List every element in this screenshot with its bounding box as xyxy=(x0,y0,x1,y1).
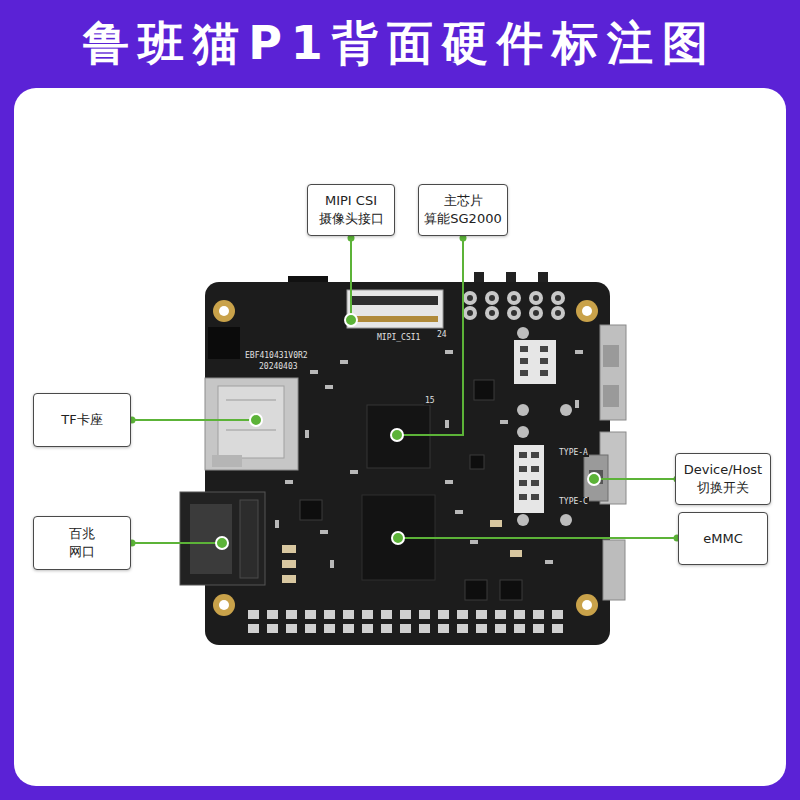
callout-box: eMMC xyxy=(678,512,768,565)
callout-text-group: MIPI CSI 摄像头接口 xyxy=(311,192,391,227)
callout-label: 百兆 网口 xyxy=(67,525,97,560)
callout-box: MIPI CSI 摄像头接口 xyxy=(307,184,395,236)
silkscreen-text: 15 xyxy=(424,396,436,405)
page-title: 鲁班猫P1背面硬件标注图 xyxy=(0,8,800,78)
callout-text-group: 主芯片 算能SG2000 xyxy=(423,192,503,227)
callout-box: TF卡座 xyxy=(33,393,131,447)
silkscreen-text: MIPI_CSI1 xyxy=(376,333,421,342)
callout-label: Device/Host 切换开关 xyxy=(680,461,766,496)
callout-text-group: Device/Host 切换开关 xyxy=(680,461,766,496)
callout-text-group: eMMC xyxy=(683,530,763,548)
callout-box: Device/Host 切换开关 xyxy=(675,453,771,505)
callout-text-group: TF卡座 xyxy=(37,411,127,429)
callout-label: TF卡座 xyxy=(37,411,127,429)
silkscreen-text: TYPE-C xyxy=(558,497,589,506)
callout-box: 主芯片 算能SG2000 xyxy=(418,184,508,236)
callout-text-group: 百兆 网口 xyxy=(67,525,97,560)
callout-label: eMMC xyxy=(683,530,763,548)
callout-label: MIPI CSI 摄像头接口 xyxy=(311,192,391,227)
callout-box: 百兆 网口 xyxy=(33,516,131,570)
silkscreen-text: TYPE-A xyxy=(558,448,589,457)
callout-label: 主芯片 算能SG2000 xyxy=(423,192,503,227)
silkscreen-text: EBF410431V0R2 xyxy=(244,351,309,360)
silkscreen-text: 24 xyxy=(436,330,448,339)
silkscreen-text: 20240403 xyxy=(258,362,299,371)
